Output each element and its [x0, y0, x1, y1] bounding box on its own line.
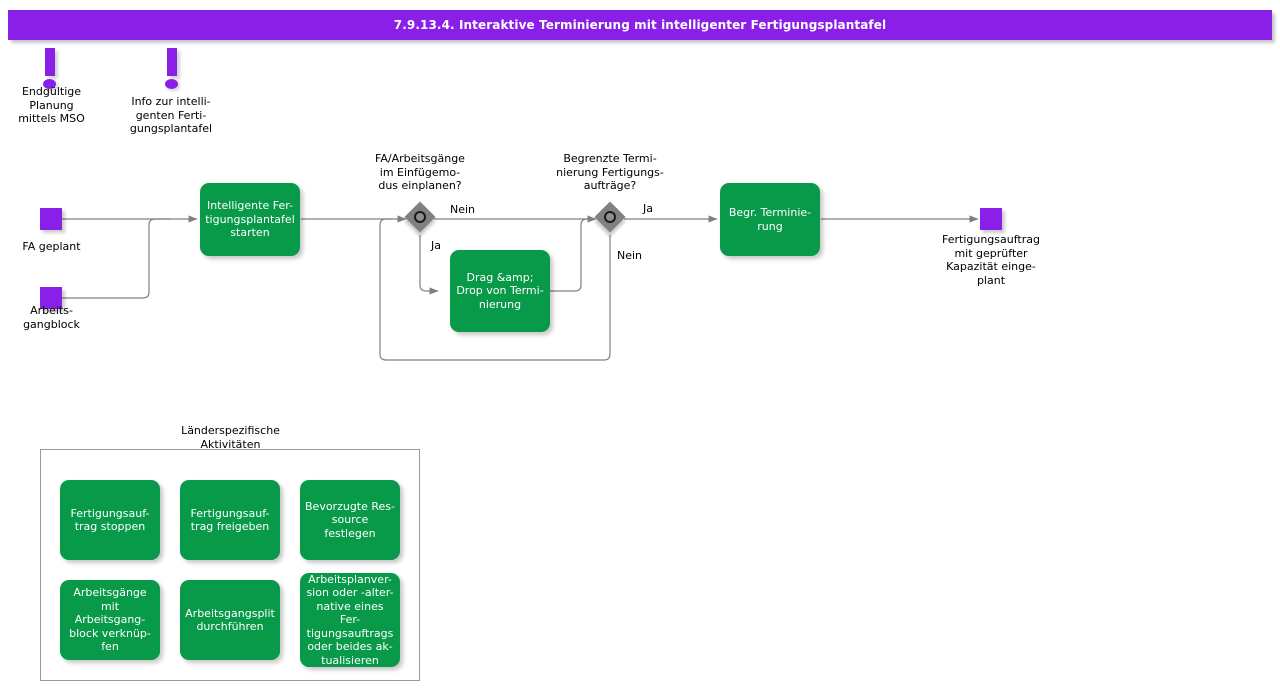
process-label: Fertigungsauf- trag stoppen — [70, 506, 150, 534]
decision-ring-icon — [414, 211, 426, 223]
edge-label-begrenzte-ja: Ja — [643, 202, 653, 215]
decision-einfuegemodus-einplanen[interactable] — [404, 201, 438, 235]
exclamation-dot — [165, 79, 178, 89]
edge-label-einfuegemodus-nein: Nein — [450, 203, 476, 216]
event-label-fa-geplant: FA geplant — [22, 240, 81, 253]
group-title-laenderspezifische-aktivitaeten: Länderspezifische Aktivitäten — [181, 424, 280, 449]
process-label: Fertigungsauf- trag freigeben — [190, 506, 270, 534]
process-intelligente-fertigungsplantafel-starten[interactable]: Intelligente Fer- tigungsplantafel start… — [200, 183, 300, 256]
process-begr-terminierung[interactable]: Begr. Terminie- rung — [720, 183, 820, 256]
process-fertigungsauftrag-freigeben[interactable]: Fertigungsauf- trag freigeben — [180, 480, 280, 560]
edge-label-einfuegemodus-ja: Ja — [431, 239, 441, 252]
decision-label-einfuegemodus-einplanen: FA/Arbeitsgänge im Einfügemo- dus einpla… — [375, 152, 465, 192]
exclamation-icon-endgueltige-planung — [39, 48, 61, 94]
process-drag-drop-von-terminierung[interactable]: Drag &amp; Drop von Termi- nierung — [450, 250, 550, 332]
exclamation-icon-info-fertigungsplantafel — [161, 48, 183, 94]
event-label-fertigungsauftrag-geprueft: Fertigungsauftrag mit geprüfter Kapazitä… — [942, 233, 1040, 287]
process-bevorzugte-ressource-festlegen[interactable]: Bevorzugte Res- source festlegen — [300, 480, 400, 560]
edge-label-begrenzte-nein: Nein — [617, 249, 643, 262]
process-arbeitsgangsplit-durchfuehren[interactable]: Arbeitsgangsplit durchführen — [180, 580, 280, 660]
event-label-arbeitsgangblock: Arbeits- gangblock — [23, 304, 80, 331]
process-arbeitsgaenge-verknuepfen[interactable]: Arbeitsgänge mit Arbeitsgang- block verk… — [60, 580, 160, 660]
annotation-label-endgueltige-planung: Endgültige Planung mittels MSO — [18, 85, 85, 125]
annotation-label-info-fertigungsplantafel: Info zur intelli- genten Ferti- gungspla… — [129, 95, 213, 135]
page-title: 7.9.13.4. Interaktive Terminierung mit i… — [393, 18, 887, 32]
group-laenderspezifische-aktivitaeten — [40, 449, 420, 681]
process-label: Arbeitsgangsplit durchführen — [185, 606, 275, 634]
event-arbeitsgangblock[interactable] — [40, 287, 62, 309]
process-label: Arbeitsgänge mit Arbeitsgang- block verk… — [69, 586, 151, 654]
process-label: Bevorzugte Res- source festlegen — [305, 499, 395, 540]
process-arbeitsplanversion-aktualisieren[interactable]: Arbeitsplanver- sion oder -alter- native… — [300, 573, 400, 667]
process-label: Begr. Terminie- rung — [728, 206, 812, 233]
process-label: Drag &amp; Drop von Termi- nierung — [456, 270, 544, 311]
exclamation-dot — [43, 79, 56, 89]
decision-ring-icon — [604, 211, 616, 223]
process-label: Arbeitsplanver- sion oder -alter- native… — [306, 572, 394, 667]
process-label: Intelligente Fer- tigungsplantafel start… — [205, 199, 295, 240]
exclamation-bar — [45, 48, 55, 76]
decision-label-begrenzte-terminierung: Begrenzte Termi- nierung Fertigungs- auf… — [556, 152, 664, 192]
page-title-bar: 7.9.13.4. Interaktive Terminierung mit i… — [8, 10, 1272, 40]
process-fertigungsauftrag-stoppen[interactable]: Fertigungsauf- trag stoppen — [60, 480, 160, 560]
event-fertigungsauftrag-geprueft[interactable] — [980, 208, 1002, 230]
exclamation-bar — [167, 48, 177, 76]
decision-begrenzte-terminierung[interactable] — [594, 201, 628, 235]
event-fa-geplant[interactable] — [40, 208, 62, 230]
